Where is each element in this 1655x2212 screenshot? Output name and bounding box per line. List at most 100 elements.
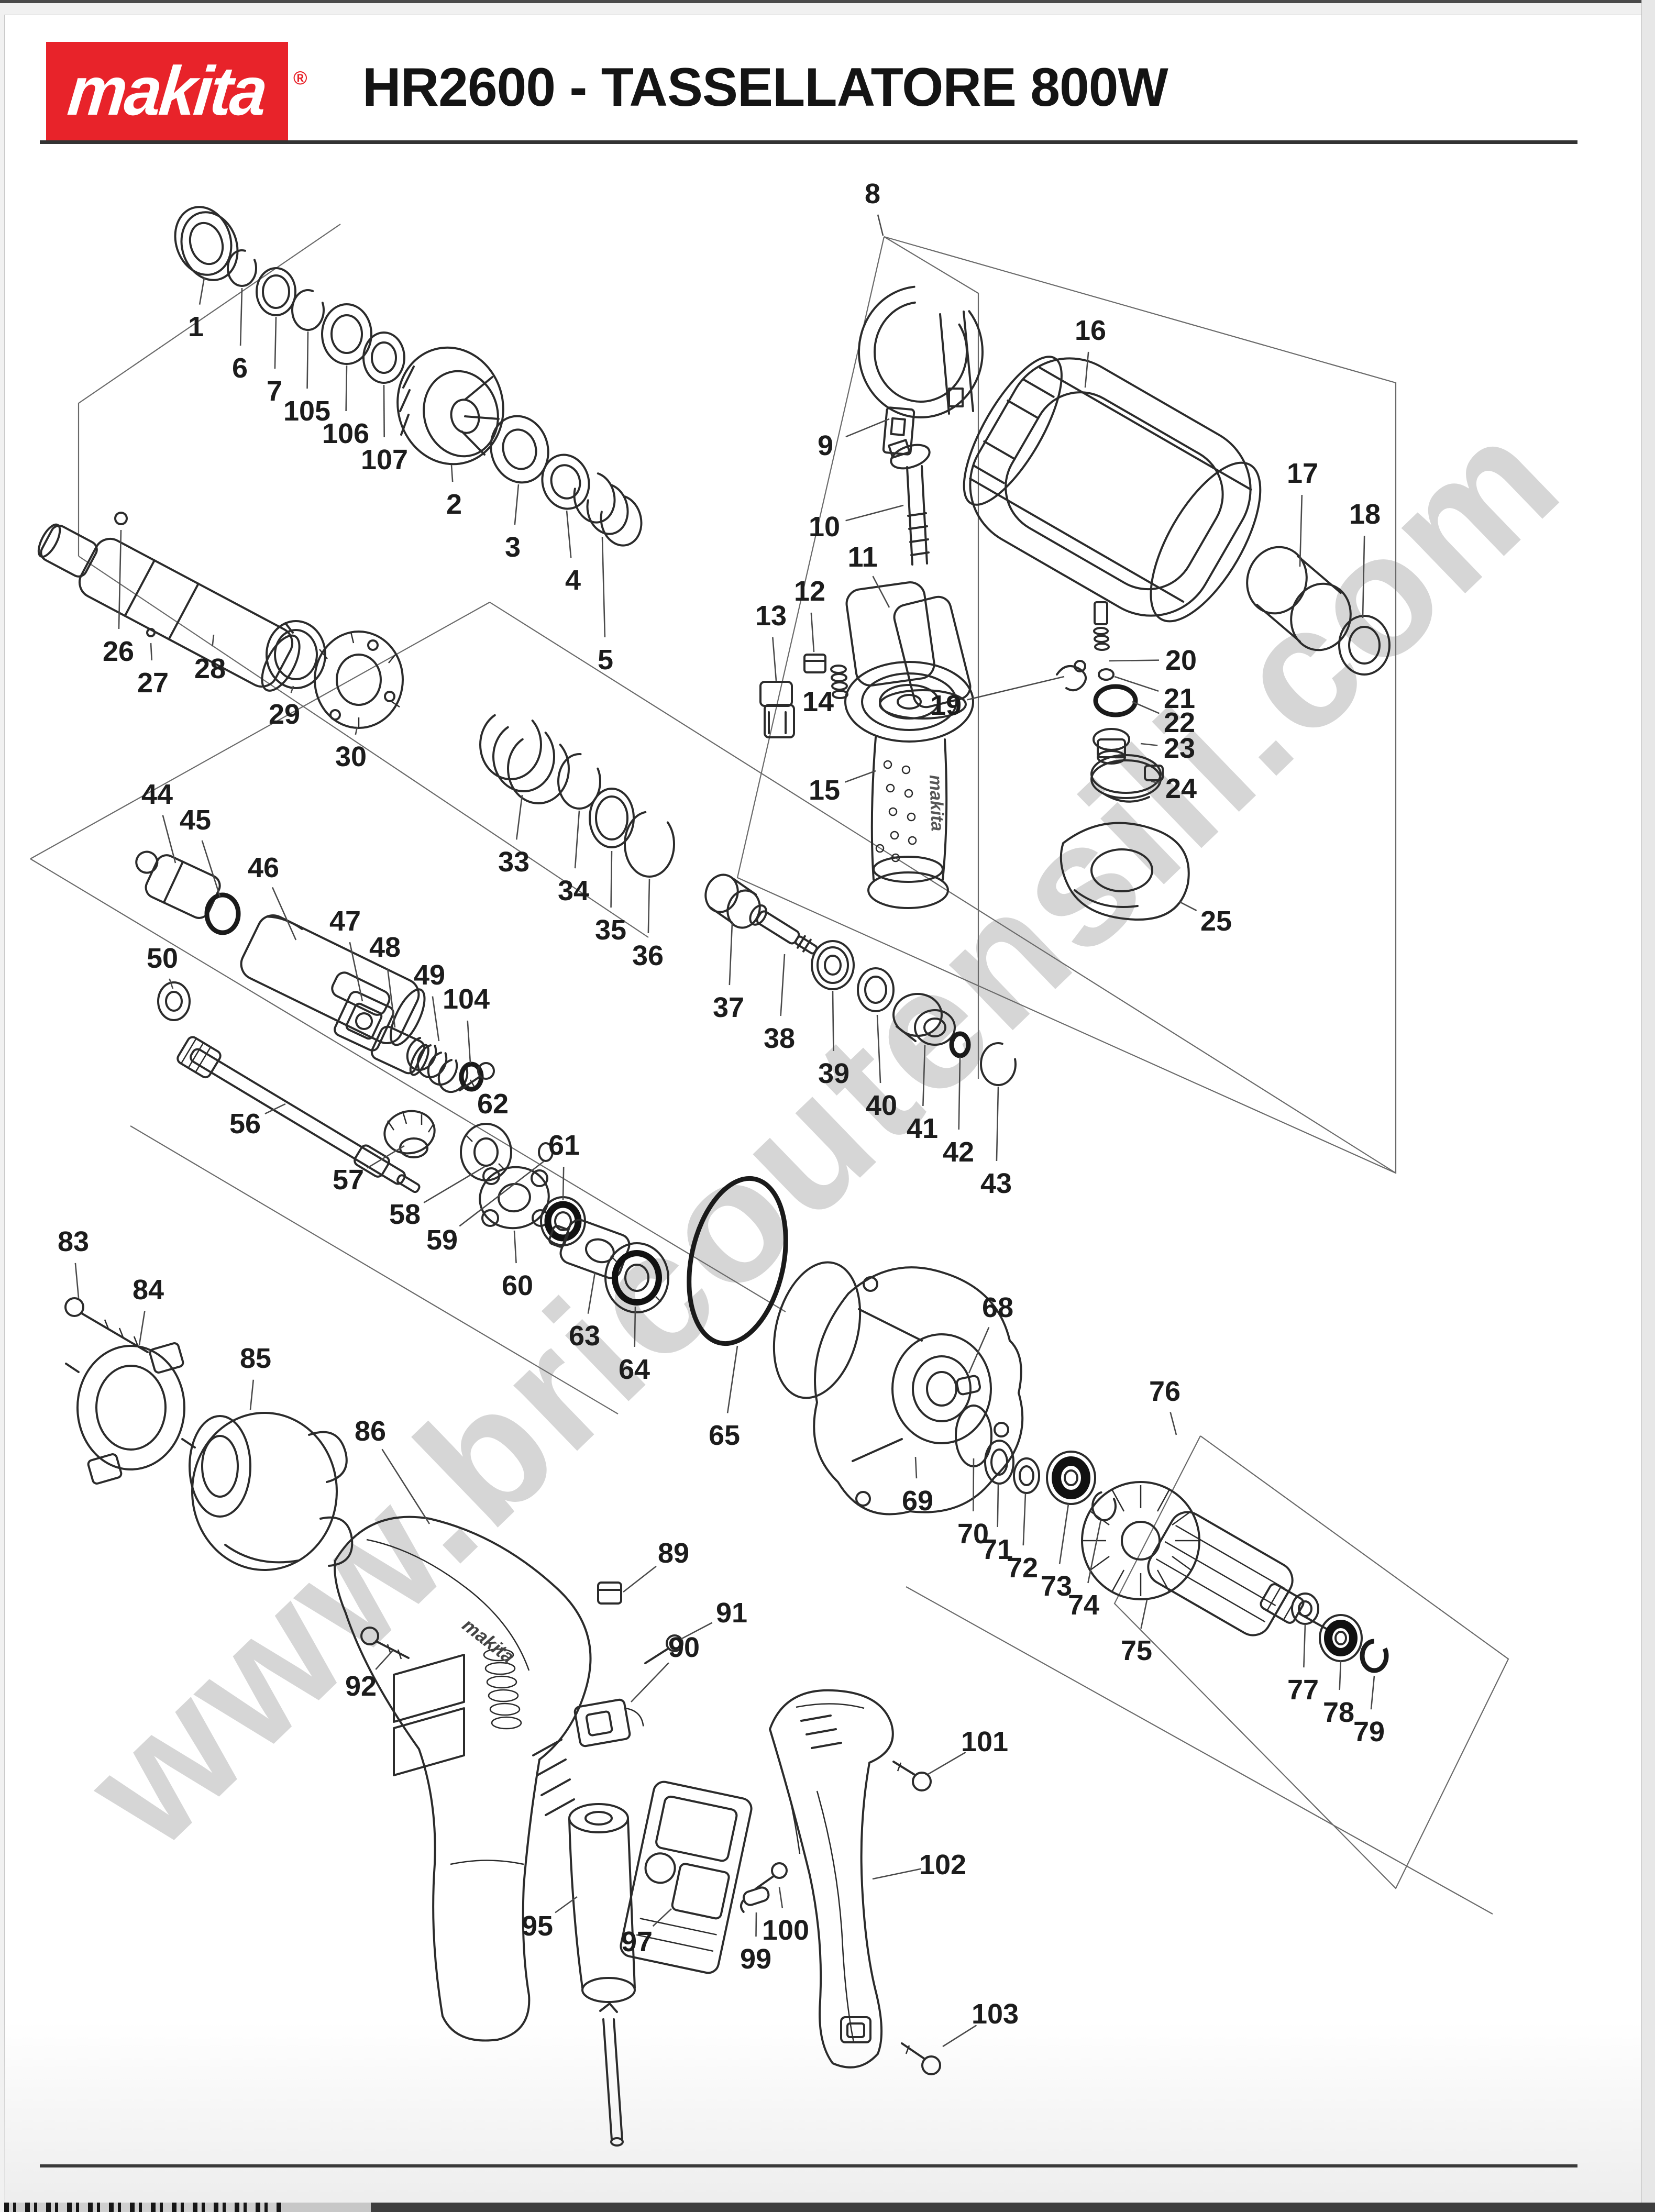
leader-line-12 [810, 612, 815, 652]
housing-vents [532, 1739, 575, 1816]
leader-line-104 [467, 1020, 471, 1064]
part-label-65: 65 [709, 1420, 740, 1451]
part-64-gear-bearing [604, 1242, 669, 1313]
part-label-39: 39 [818, 1058, 849, 1089]
leader-line-50 [169, 978, 174, 989]
leader-line-70 [972, 1458, 975, 1512]
part-26-pin [114, 512, 128, 525]
leader-line-76 [1169, 1412, 1177, 1435]
leader-line-72 [1022, 1493, 1027, 1546]
leader-line-42 [958, 1056, 961, 1130]
leader-line-15 [844, 770, 876, 783]
part-label-41: 41 [907, 1113, 938, 1144]
part-10-clamp-bolt [888, 439, 931, 566]
part-50-ring [157, 981, 191, 1021]
leader-line-9 [845, 418, 890, 438]
part-13-lock-button [759, 681, 795, 738]
part-label-23: 23 [1164, 733, 1195, 764]
part-label-49: 49 [414, 959, 445, 991]
part-38-pin-bolt [749, 904, 818, 955]
part-57-bevel-gear [383, 1110, 436, 1158]
part-label-58: 58 [389, 1199, 421, 1230]
leader-line-2 [450, 464, 454, 482]
part-label-27: 27 [137, 667, 169, 699]
leader-line-97 [652, 1908, 672, 1927]
part-65-large-o-ring [687, 1176, 788, 1346]
leader-line-69 [914, 1456, 918, 1479]
leader-line-26 [118, 529, 122, 629]
part-label-5: 5 [598, 644, 613, 676]
part-label-1: 1 [188, 311, 204, 342]
part-73-bearing-dark [1046, 1451, 1096, 1505]
leader-line-73 [1058, 1503, 1069, 1564]
leader-line-48 [387, 968, 396, 1028]
leader-line-40 [876, 1014, 881, 1083]
part-28-spindle [37, 523, 301, 692]
part-77-washer [1291, 1592, 1319, 1625]
part-4-ring [541, 454, 590, 510]
part-label-33: 33 [498, 846, 529, 878]
part-89-brush-cap [597, 1581, 622, 1605]
part-label-105: 105 [283, 395, 330, 427]
leader-line-83 [74, 1263, 80, 1298]
part-2-chuck-cover [396, 346, 504, 466]
leader-line-41 [922, 1044, 926, 1107]
leader-line-10 [845, 504, 904, 522]
part-label-11: 11 [847, 541, 877, 573]
part-100-screw [755, 1862, 788, 1889]
fan-blades [1083, 1485, 1198, 1596]
part-60-cam-plate [479, 1166, 550, 1230]
part-label-100: 100 [762, 1915, 809, 1946]
part-37-sleeve [704, 873, 761, 929]
part-92-stickers [393, 1654, 465, 1776]
leader-line-46 [271, 887, 297, 941]
part-12-square-nut [803, 654, 826, 673]
part-49-spring [406, 1036, 469, 1093]
part-label-8: 8 [865, 178, 880, 209]
part-label-34: 34 [558, 875, 589, 906]
part-label-15: 15 [809, 775, 840, 806]
part-label-90: 90 [668, 1632, 700, 1663]
part-5-spring [573, 471, 643, 547]
part-61-bearing [540, 1196, 586, 1246]
part-label-4: 4 [565, 565, 581, 596]
part-label-6: 6 [232, 352, 248, 384]
part-9-band-bracket [882, 406, 915, 456]
part-label-19: 19 [930, 690, 962, 721]
leader-line-103 [942, 2025, 977, 2048]
part-label-77: 77 [1287, 1674, 1319, 1706]
leader-line-25 [1179, 901, 1197, 911]
part-15-side-grip: makita [844, 661, 974, 909]
housing-spring [483, 1648, 522, 1730]
part-78-bearing-dark [1319, 1614, 1363, 1662]
leader-line-17 [1299, 494, 1303, 567]
part-92-screw [360, 1627, 410, 1660]
footer-strip-dark [371, 2203, 1655, 2212]
leader-line-95 [555, 1896, 578, 1914]
leader-line-68 [968, 1326, 990, 1374]
part-label-21: 21 [1164, 683, 1195, 714]
part-label-24: 24 [1165, 773, 1197, 804]
grip-logo-text: makita [925, 775, 947, 832]
part-72-ring [1013, 1457, 1040, 1494]
leader-line-102 [872, 1868, 922, 1880]
leader-line-21 [1114, 676, 1159, 692]
leader-line-91 [680, 1622, 713, 1640]
leader-line-89 [623, 1565, 657, 1593]
leader-line-20 [1109, 659, 1160, 662]
part-label-37: 37 [713, 992, 744, 1023]
makita-logo: makita [46, 42, 288, 140]
leader-line-7 [274, 316, 277, 369]
part-85-field-stator [189, 1412, 354, 1571]
part-label-57: 57 [333, 1164, 364, 1196]
part-label-102: 102 [919, 1849, 966, 1881]
part-label-35: 35 [595, 914, 626, 946]
leader-line-30 [355, 726, 358, 735]
part-label-106: 106 [322, 418, 369, 449]
part-59-washer [538, 1142, 554, 1162]
part-label-47: 47 [329, 905, 361, 937]
part-label-2: 2 [446, 489, 462, 520]
header-rule [40, 140, 1577, 144]
